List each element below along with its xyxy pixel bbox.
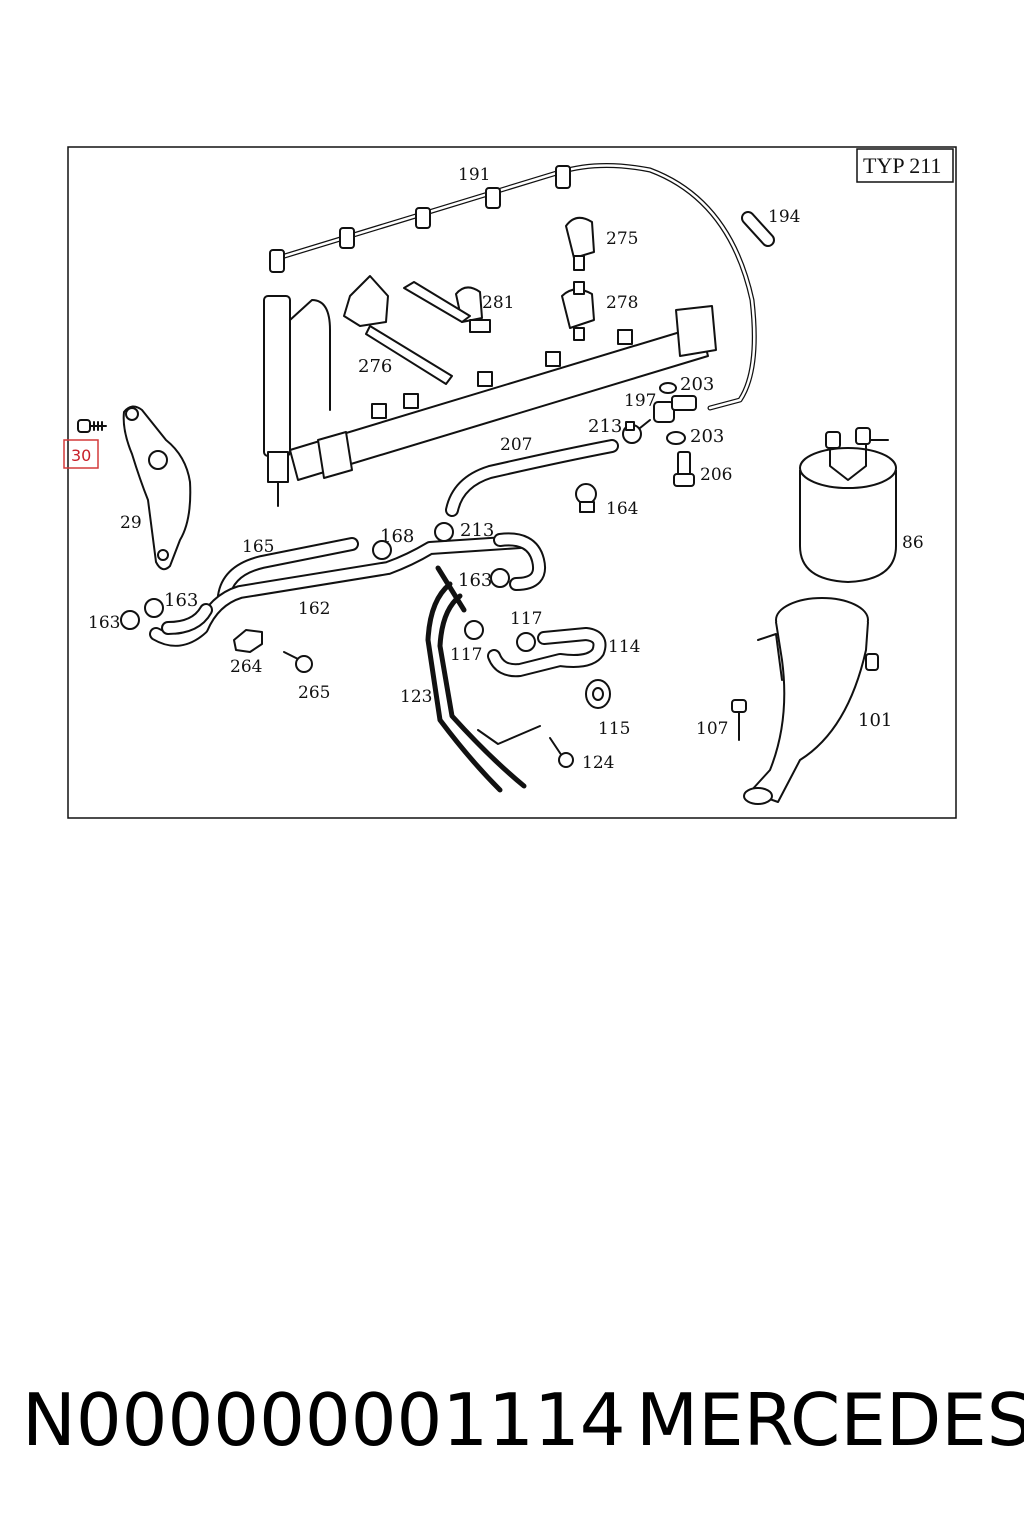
callout-123[interactable]: 123 xyxy=(400,687,432,707)
clamp-168 xyxy=(372,540,392,560)
callout-194[interactable]: 194 xyxy=(768,207,800,227)
clamp-213-upper xyxy=(622,421,642,444)
brand-name: MERCEDES xyxy=(636,1378,1024,1462)
callout-281[interactable]: 281 xyxy=(482,293,514,313)
banjo-bolt-206 xyxy=(673,451,695,487)
cable-tie-276 xyxy=(343,275,471,385)
callout-163-left[interactable]: 163 xyxy=(88,613,120,633)
fuel-filter-86 xyxy=(799,427,897,583)
bolt-30-part xyxy=(77,419,107,433)
fuel-rail-part xyxy=(289,305,717,481)
callout-163-mid[interactable]: 163 xyxy=(164,590,198,611)
leakoff-line-191 xyxy=(269,163,757,411)
callout-101[interactable]: 101 xyxy=(858,710,892,731)
fuel-lines-123 xyxy=(425,565,541,793)
callout-203-top[interactable]: 203 xyxy=(680,374,714,395)
clamp-213-lower xyxy=(434,522,454,542)
clamp-164 xyxy=(575,483,597,513)
grommet-115 xyxy=(585,679,611,709)
callout-197[interactable]: 197 xyxy=(624,391,656,411)
hose-207 xyxy=(445,439,619,517)
clip-278 xyxy=(561,281,595,341)
washer-203-bottom xyxy=(666,431,686,445)
callout-278[interactable]: 278 xyxy=(606,293,638,313)
callout-29[interactable]: 29 xyxy=(120,513,142,533)
washer-203-top xyxy=(659,382,677,394)
callout-30[interactable]: 30 xyxy=(71,446,91,465)
callout-115[interactable]: 115 xyxy=(598,719,630,739)
callout-168[interactable]: 168 xyxy=(380,526,414,547)
callout-276[interactable]: 276 xyxy=(358,356,392,377)
clip-275 xyxy=(565,216,595,271)
callout-203-bottom[interactable]: 203 xyxy=(690,426,724,447)
hose-114 xyxy=(487,627,607,678)
callout-206[interactable]: 206 xyxy=(700,465,732,485)
callout-114[interactable]: 114 xyxy=(608,637,640,657)
screw-265 xyxy=(283,651,313,673)
callout-163-right[interactable]: 163 xyxy=(458,570,492,591)
callout-107[interactable]: 107 xyxy=(696,719,728,739)
banjo-fitting-197 xyxy=(639,395,697,429)
bolt-107 xyxy=(731,699,747,741)
callout-207[interactable]: 207 xyxy=(500,435,532,455)
highlight-box xyxy=(63,439,99,469)
callout-213-lower[interactable]: 213 xyxy=(460,520,494,541)
bracket-29-part xyxy=(122,405,192,571)
hose-right-bend xyxy=(493,532,546,591)
variant-box xyxy=(856,148,954,183)
hose-194 xyxy=(741,211,775,247)
part-number: N000000001114 xyxy=(22,1378,626,1462)
filter-bracket-101 xyxy=(743,597,879,805)
bolt-124 xyxy=(549,737,574,768)
callout-165[interactable]: 165 xyxy=(242,537,274,557)
clamp-163-left xyxy=(120,610,140,630)
clamp-163-right xyxy=(490,568,510,588)
clamp-163-mid xyxy=(144,598,164,618)
callout-275[interactable]: 275 xyxy=(606,229,638,249)
injector-part xyxy=(263,295,331,507)
line-162 xyxy=(149,535,527,647)
variant-label: TYP 211 xyxy=(863,153,941,178)
callout-86[interactable]: 86 xyxy=(902,533,924,553)
callout-264[interactable]: 264 xyxy=(230,657,262,677)
callout-191[interactable]: 191 xyxy=(458,165,490,185)
callout-164[interactable]: 164 xyxy=(606,499,638,519)
callout-265[interactable]: 265 xyxy=(298,683,330,703)
bracket-264 xyxy=(233,629,263,653)
clamp-117-upper xyxy=(516,632,536,652)
callout-117-lower[interactable]: 117 xyxy=(450,645,482,665)
clamp-117-lower xyxy=(464,620,484,640)
callout-162[interactable]: 162 xyxy=(298,599,330,619)
callout-213-upper[interactable]: 213 xyxy=(588,416,622,437)
footer-caption: N000000001114 MERCEDES xyxy=(0,1380,1024,1470)
callout-117-upper[interactable]: 117 xyxy=(510,609,542,629)
callout-124[interactable]: 124 xyxy=(582,753,614,773)
